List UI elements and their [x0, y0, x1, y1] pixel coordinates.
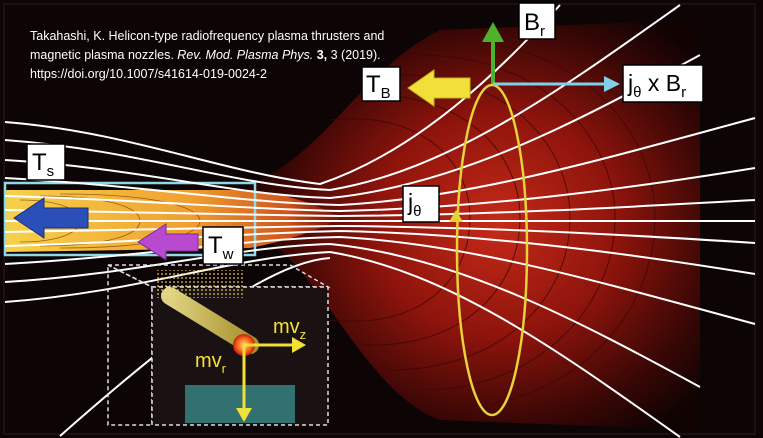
label-ts: Ts	[32, 149, 54, 180]
tw-arrow	[137, 223, 199, 261]
jxb-arrow-head	[604, 76, 620, 92]
label-box-tb	[361, 66, 401, 102]
label-tb: TB	[366, 71, 391, 102]
ts-arrow	[13, 197, 89, 239]
plume-contours	[329, 39, 656, 409]
citation-line-1: Takahashi, K. Helicon-type radiofrequenc…	[30, 29, 384, 43]
label-tw: Tw	[208, 232, 234, 263]
azimuthal-current-loop	[455, 83, 529, 417]
mvz-arrow-head	[292, 337, 306, 353]
citation-line-2: magnetic plasma nozzles. Rev. Mod. Plasm…	[30, 48, 381, 62]
mvr-arrow-head	[236, 408, 252, 422]
label-jxb: jθ x Br	[627, 70, 686, 101]
label-box-jtheta	[402, 185, 440, 223]
label-mvz: mvz	[273, 316, 306, 342]
label-mvr: mvr	[195, 350, 227, 376]
label-br: Br	[524, 9, 545, 40]
label-box-ts	[26, 143, 66, 181]
jtheta-arrow-head	[449, 210, 463, 222]
magnetic-field-lines	[4, 4, 756, 438]
citation: Takahashi, K. Helicon-type radiofrequenc…	[30, 29, 384, 81]
citation-doi: https://doi.org/10.1007/s41614-019-0024-…	[30, 67, 267, 81]
tb-arrow	[407, 69, 471, 107]
br-arrow-head	[482, 22, 504, 42]
label-box-tw	[202, 226, 244, 265]
inset-wall	[185, 385, 295, 423]
label-box-br	[518, 2, 556, 40]
label-jtheta: jθ	[407, 189, 421, 220]
label-box-jxb	[622, 64, 704, 103]
